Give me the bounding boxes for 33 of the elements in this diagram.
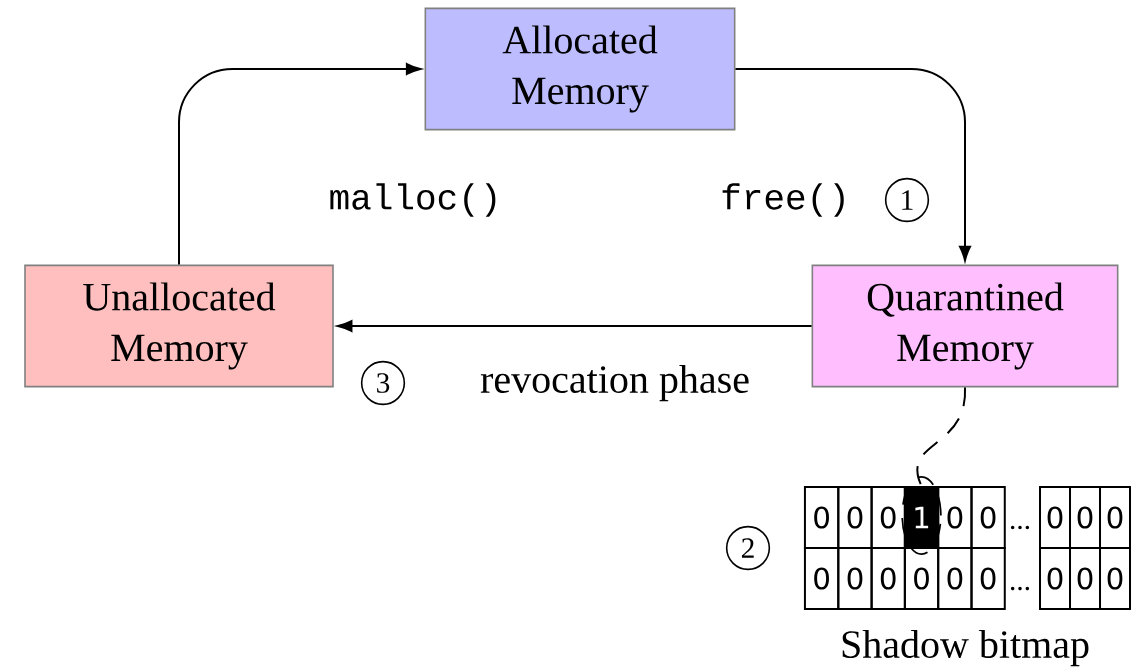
memory-box: Quarantined Memory bbox=[811, 264, 1119, 388]
bit-cell: 0 bbox=[837, 485, 873, 550]
arrow bbox=[178, 63, 422, 266]
bit-cell: 0 bbox=[1099, 547, 1131, 611]
edge-label: malloc() bbox=[327, 181, 503, 219]
arrow bbox=[337, 320, 813, 332]
edge-label: free() bbox=[718, 181, 852, 219]
memory-box: Allocated Memory bbox=[424, 7, 736, 131]
bit-cell: 0 bbox=[803, 485, 840, 550]
callout-number: 3 bbox=[360, 360, 406, 406]
ellipsis: ... bbox=[1010, 586, 1030, 591]
edge-label: revocation phase bbox=[478, 363, 752, 403]
bit-cell: 0 bbox=[1069, 547, 1101, 611]
bit-cell: 0 bbox=[970, 547, 1006, 611]
bit-cell: 0 bbox=[1039, 485, 1071, 550]
callout-number: 2 bbox=[725, 525, 771, 571]
bit-cell: 0 bbox=[870, 547, 906, 611]
memory-box: Unallocated Memory bbox=[24, 264, 334, 388]
bit-cell: 0 bbox=[1069, 485, 1101, 550]
bit-cell: 0 bbox=[970, 485, 1006, 550]
bit-cell: 0 bbox=[903, 547, 940, 611]
arrow bbox=[734, 68, 971, 262]
bit-cell: 0 bbox=[937, 547, 973, 611]
bit-cell: 0 bbox=[937, 485, 973, 550]
caption: Shadow bitmap bbox=[842, 629, 1089, 667]
bit-cell: 0 bbox=[1039, 547, 1071, 611]
bit-cell: 0 bbox=[870, 485, 906, 550]
callout-number: 1 bbox=[884, 177, 930, 223]
bit-cell: 0 bbox=[837, 547, 873, 611]
ellipsis: ... bbox=[1010, 525, 1030, 530]
bit-cell: 0 bbox=[1099, 485, 1131, 550]
bit-cell: 0 bbox=[803, 547, 840, 611]
bit-cell: 1 bbox=[903, 485, 940, 550]
